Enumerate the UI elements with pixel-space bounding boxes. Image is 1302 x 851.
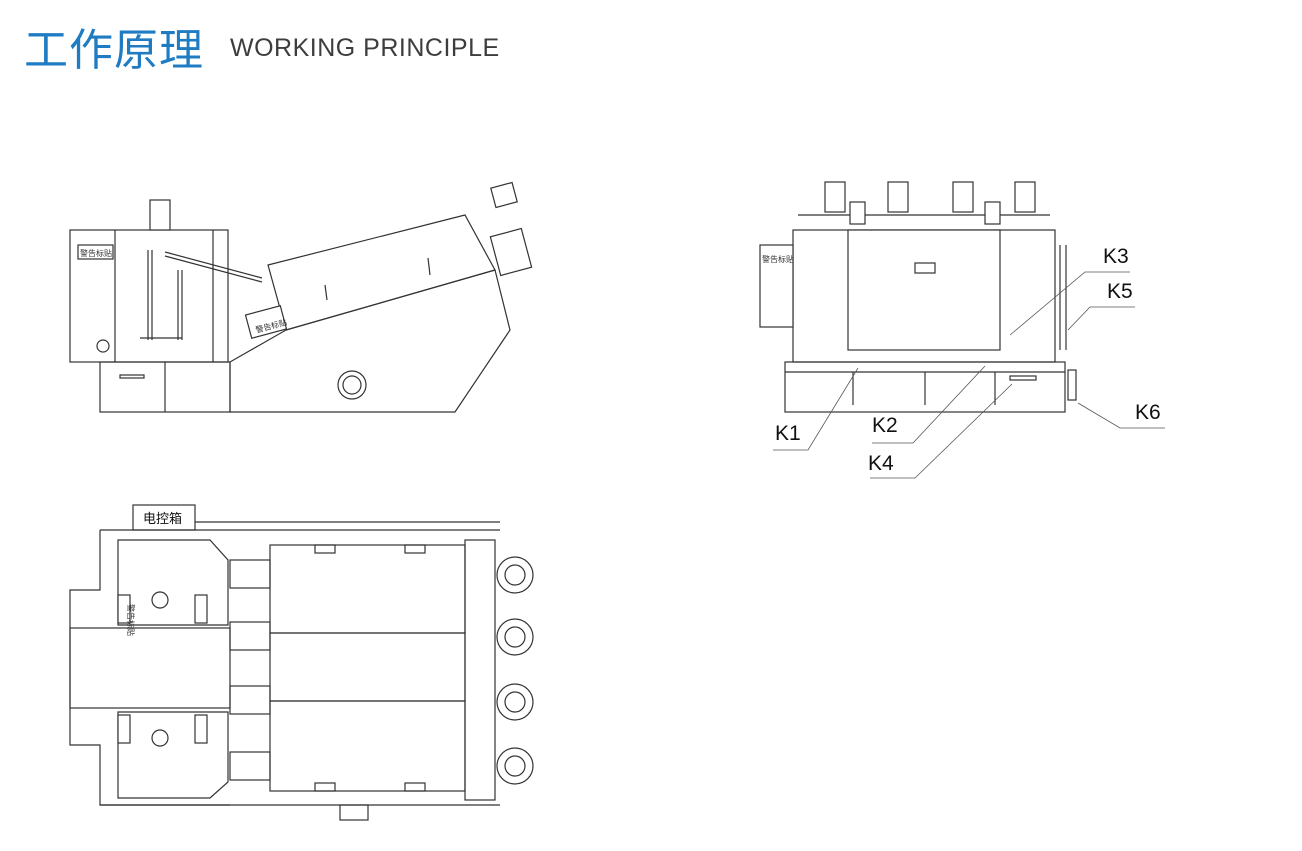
front-warning-label: 警告标贴 xyxy=(762,254,794,264)
top-view-drawing: 电控箱 警告标贴 xyxy=(69,504,534,821)
callout-k1: K1 xyxy=(775,422,801,445)
page-title-cn: 工作原理 xyxy=(24,25,204,76)
top-warning-label: 警告标贴 xyxy=(126,604,136,636)
callout-k4: K4 xyxy=(868,452,894,475)
control-box-label: 电控箱 xyxy=(143,511,182,527)
side-view-drawing: 警告标贴 警告标贴 xyxy=(69,181,533,413)
front-view-drawing: 警告标贴 K1 K2 K3 K4 K5 K6 xyxy=(759,181,1165,479)
side-warning-label: 警告标贴 xyxy=(80,248,112,258)
callout-k6: K6 xyxy=(1135,401,1161,424)
callout-k2: K2 xyxy=(872,414,898,437)
page-title-en: WORKING PRINCIPLE xyxy=(230,34,500,62)
top-motors xyxy=(496,556,534,785)
motors xyxy=(824,181,1036,225)
callout-k3: K3 xyxy=(1103,245,1129,268)
callout-k5: K5 xyxy=(1107,280,1133,303)
